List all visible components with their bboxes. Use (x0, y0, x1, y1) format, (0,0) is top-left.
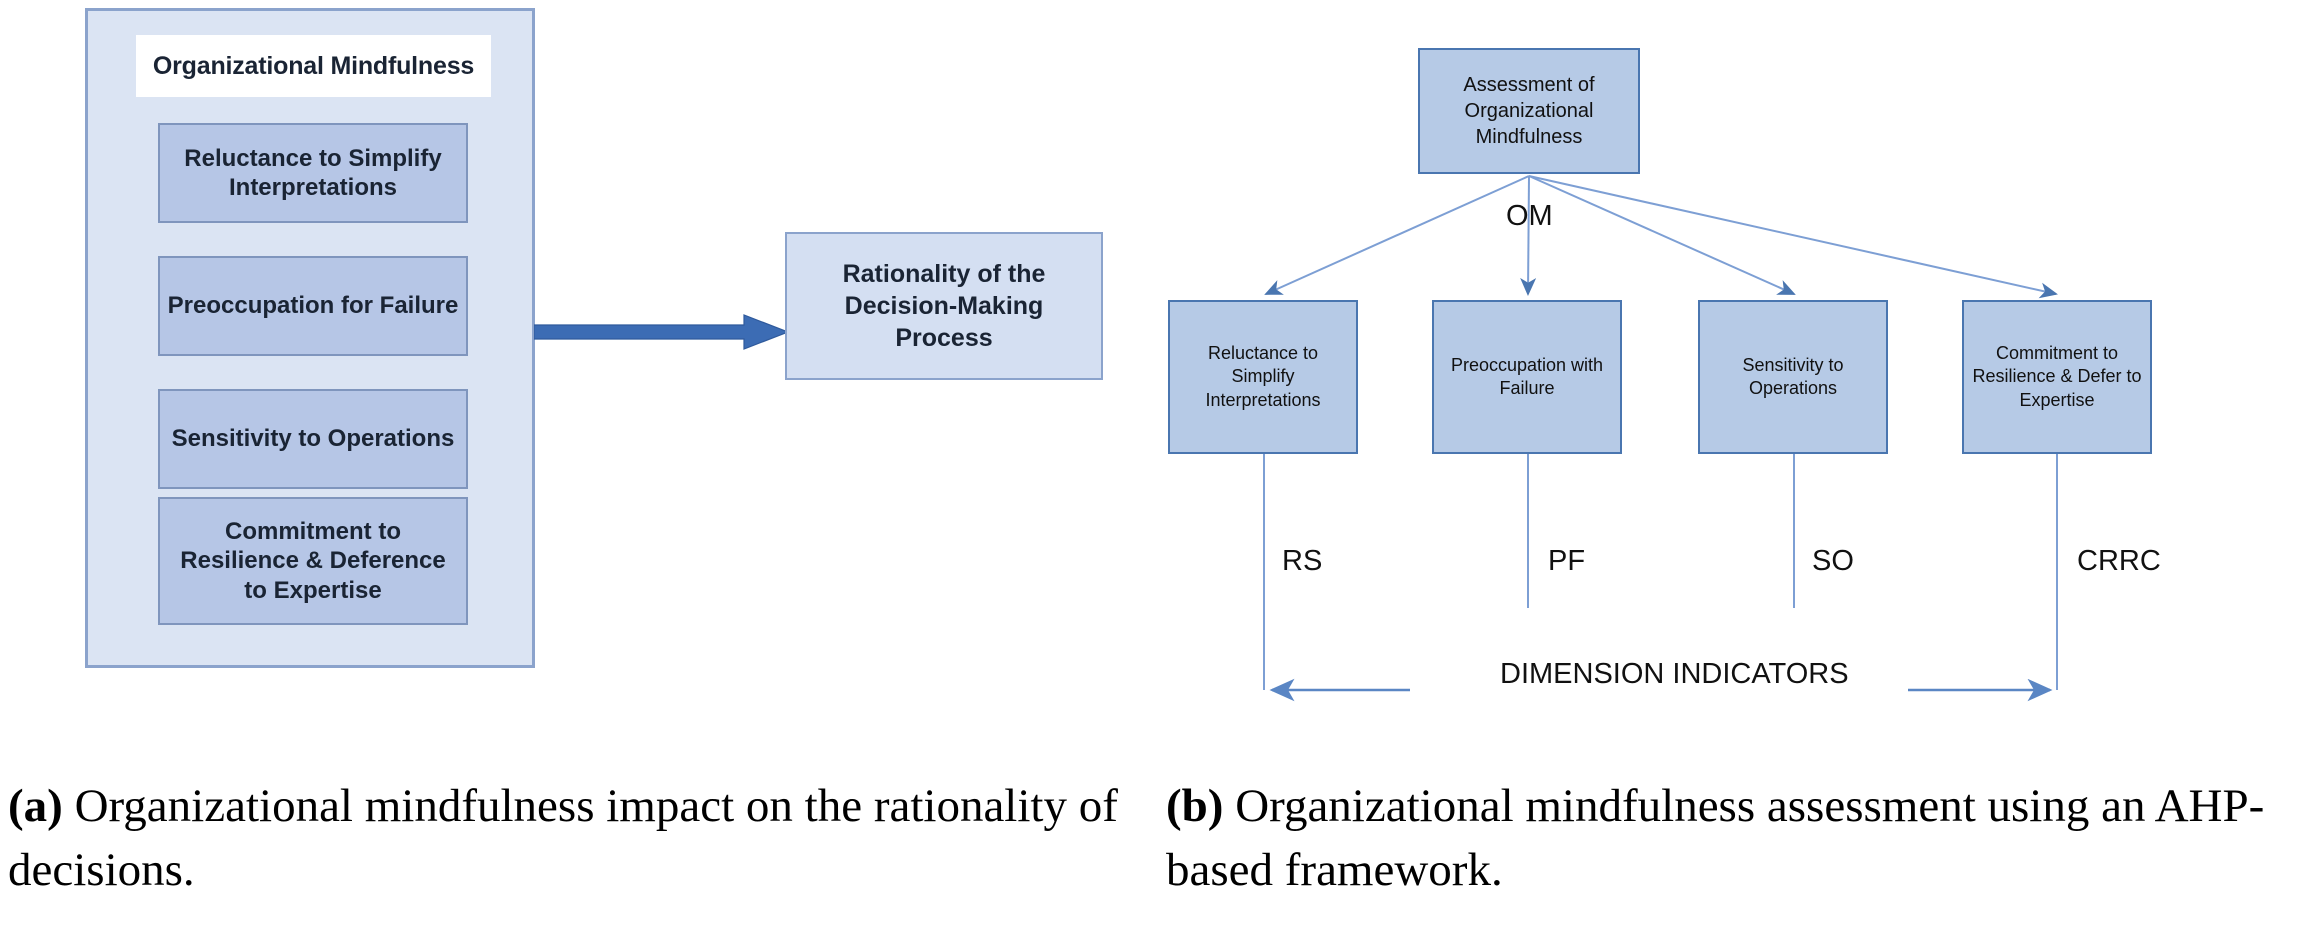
ahp-criterion-tag-so: SO (1812, 545, 1854, 577)
ahp-criterion-tag-pf: PF (1548, 545, 1586, 577)
figure-captions: (a) Organizational mindfulness impact on… (0, 775, 2316, 945)
caption-a-marker: (a) (8, 780, 63, 832)
dimension-box-preoccupation-for-failure: Preoccupation for Failure (158, 256, 468, 356)
dimension-box-commitment-to-resilience: Commitment to Resilience & Deference to … (158, 497, 468, 625)
caption-a-text: Organizational mindfulness impact on the… (8, 780, 1118, 896)
panel-b-ahp-framework: Assessment of Organizational Mindfulness… (1160, 0, 2316, 750)
caption-b-marker: (b) (1166, 780, 1224, 832)
panel-a-organizational-mindfulness-impact: Organizational Mindfulness Reluctance to… (0, 0, 1160, 750)
caption-b: (b) Organizational mindfulness assessmen… (1166, 775, 2316, 903)
organizational-mindfulness-title-label: Organizational Mindfulness (152, 51, 475, 80)
outcome-box-rationality-of-decision-making: Rationality of the Decision-Making Proce… (785, 232, 1103, 380)
ahp-criterion-tag-crrc: CRRC (2077, 545, 2161, 577)
dimension-box-reluctance-to-simplify: Reluctance to Simplify Interpretations (158, 123, 468, 223)
organizational-mindfulness-container: Organizational Mindfulness Reluctance to… (85, 8, 535, 668)
ahp-root-box-assessment-of-organizational-mindfulness: Assessment of Organizational Mindfulness (1418, 48, 1640, 174)
dimension-indicators-label: DIMENSION INDICATORS (1500, 658, 1849, 690)
ahp-root-tag-om: OM (1506, 200, 1553, 232)
ahp-criterion-box-reluctance-to-simplify: Reluctance to Simplify Interpretations (1168, 300, 1358, 454)
ahp-criterion-tag-rs: RS (1282, 545, 1323, 577)
dimension-box-sensitivity-to-operations: Sensitivity to Operations (158, 389, 468, 489)
ahp-criterion-box-commitment-to-resilience: Commitment to Resilience & Defer to Expe… (1962, 300, 2152, 454)
caption-b-text: Organizational mindfulness assessment us… (1166, 780, 2265, 896)
impact-arrow-icon (533, 314, 790, 350)
ahp-criterion-box-sensitivity-to-operations: Sensitivity to Operations (1698, 300, 1888, 454)
ahp-connector-lines (1263, 175, 2058, 702)
caption-a: (a) Organizational mindfulness impact on… (8, 775, 1128, 903)
organizational-mindfulness-title-box: Organizational Mindfulness (136, 35, 491, 97)
ahp-criterion-box-preoccupation-with-failure: Preoccupation with Failure (1432, 300, 1622, 454)
